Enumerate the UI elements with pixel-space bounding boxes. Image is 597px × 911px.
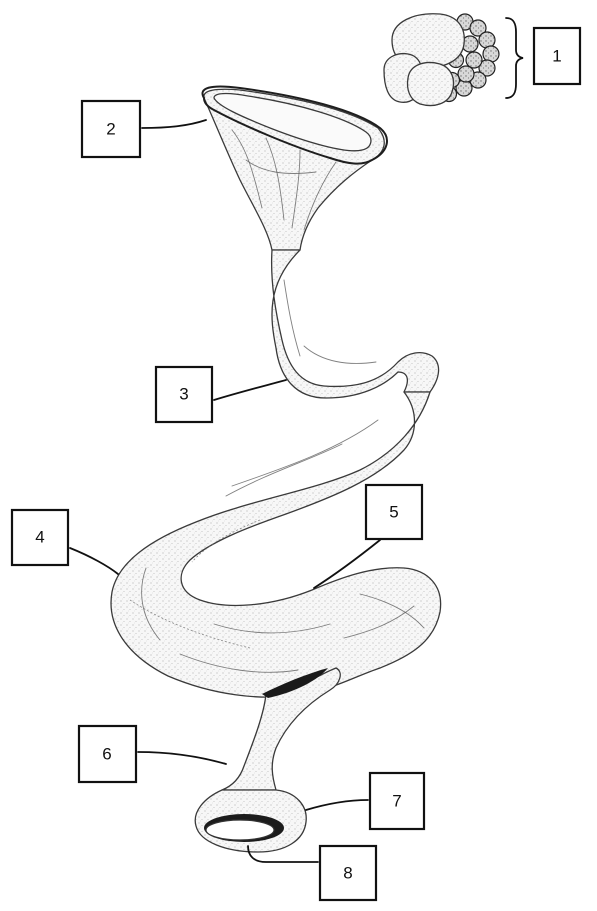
bulb-structure: [195, 790, 306, 852]
label-3: 3: [156, 367, 212, 422]
leader-line-7: [306, 800, 368, 810]
leader-line-3: [214, 380, 286, 400]
leader-line-6: [138, 752, 226, 764]
label-4-text: 4: [35, 528, 44, 547]
ovary-structure: [384, 14, 523, 106]
label-4: 4: [12, 510, 68, 565]
ovary-lobe-lower-right: [408, 63, 454, 106]
funnel-structure: [203, 86, 387, 250]
tube-neck: [272, 250, 439, 398]
label-6-text: 6: [102, 745, 111, 764]
label-8: 8: [320, 846, 376, 900]
label-3-text: 3: [179, 385, 188, 404]
label-5-text: 5: [389, 503, 398, 522]
label-2-text: 2: [106, 120, 115, 139]
label-7-text: 7: [392, 792, 401, 811]
label-8-text: 8: [343, 864, 352, 883]
bulb-ring-opening: [206, 820, 274, 840]
leader-line-2: [142, 120, 206, 128]
label-6: 6: [79, 726, 136, 782]
tube-fold: [304, 346, 376, 363]
tube-fold: [284, 280, 300, 356]
leader-line-4: [70, 548, 118, 574]
ovary-bracket: [506, 18, 523, 98]
label-1: 1: [534, 28, 580, 84]
label-1-text: 1: [552, 47, 561, 66]
tube-body: [111, 392, 441, 697]
label-7: 7: [370, 773, 424, 829]
label-5: 5: [366, 485, 422, 539]
label-2: 2: [82, 101, 140, 157]
